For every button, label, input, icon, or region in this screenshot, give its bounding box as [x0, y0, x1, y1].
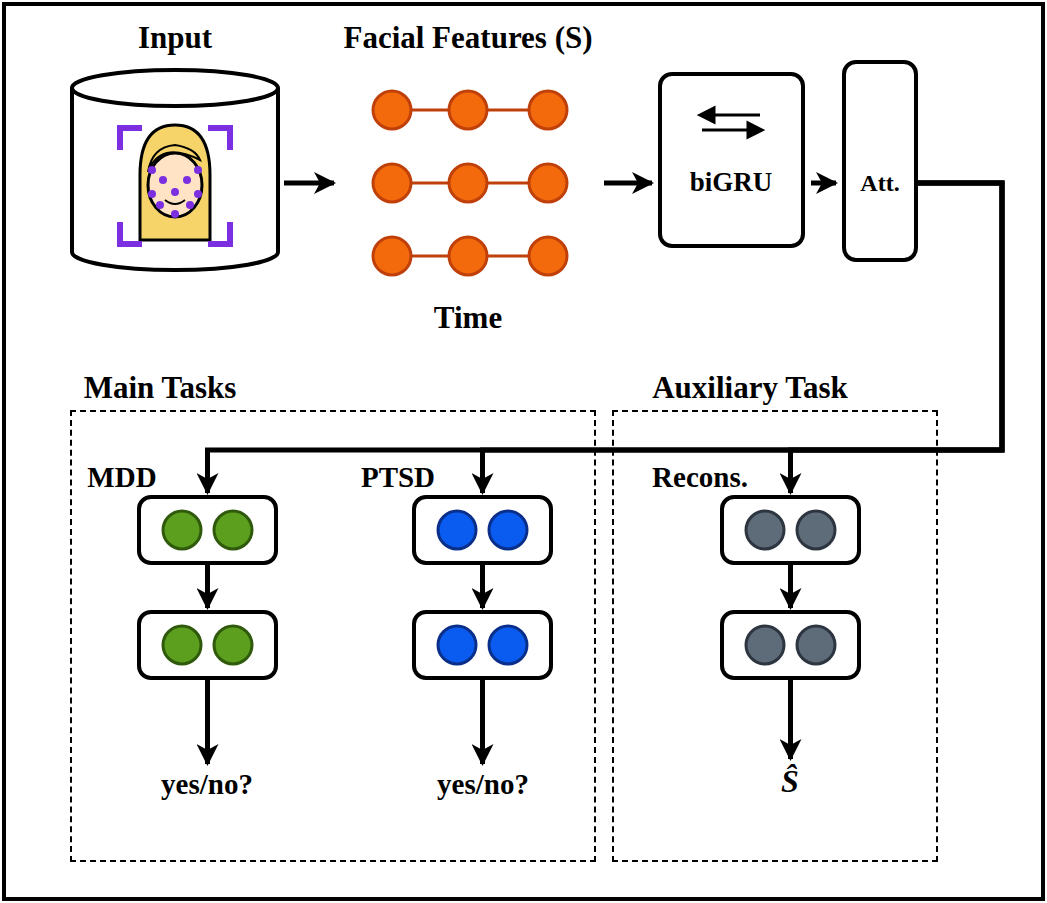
node-label: PTSD	[361, 462, 435, 494]
layer-box: PTSD	[412, 495, 553, 565]
layer-box	[137, 610, 278, 680]
outer-frame	[4, 4, 1043, 899]
database-cylinder	[72, 70, 278, 270]
node-label: MDD	[87, 462, 156, 494]
bigru-box: biGRU	[658, 72, 805, 248]
flow-arrow	[791, 183, 1003, 493]
node-label: biGRU	[690, 168, 773, 198]
layer-box: MDD	[137, 495, 278, 565]
database: Input	[72, 70, 278, 280]
node-label: Recons.	[652, 462, 748, 494]
output-text: yes/no?	[431, 766, 535, 804]
task-group: Main TasksMDDyes/no?PTSDyes/no?	[70, 410, 596, 862]
flow-arrow	[284, 181, 334, 186]
node-label: Auxiliary Task	[652, 371, 848, 405]
layer-box	[412, 610, 553, 680]
node-label: Att.	[860, 170, 899, 196]
task-group: Auxiliary TaskRecons.Ŝ	[612, 410, 938, 862]
output-label: yes/no?	[161, 769, 253, 801]
flow-arrow	[788, 680, 793, 759]
axis-label: Time	[434, 301, 502, 335]
face-icon	[120, 125, 230, 244]
flow-arrow	[480, 680, 485, 764]
flow-arrow	[811, 181, 836, 186]
flow-arrow	[205, 565, 210, 608]
layer-box	[720, 610, 861, 680]
node-label: Facial Features (S)	[343, 21, 592, 55]
layer-box: Recons.	[720, 495, 861, 565]
flow-arrow	[604, 181, 652, 186]
flow-arrow	[208, 183, 1003, 493]
output-label: Ŝ	[781, 764, 799, 799]
output-text: yes/no?	[155, 766, 259, 804]
feature-grid	[373, 91, 567, 275]
layer-units	[163, 511, 835, 664]
feature-sequence: Facial Features (S)Time	[340, 70, 598, 296]
flow-arrow	[483, 183, 1003, 493]
flow-arrow	[788, 565, 793, 608]
node-label: Input	[138, 21, 212, 55]
flow-arrow	[480, 565, 485, 608]
node-label: Main Tasks	[84, 371, 237, 405]
output-text: Ŝ	[775, 761, 805, 803]
output-label: yes/no?	[437, 769, 529, 801]
bidirectional-icon	[700, 108, 762, 137]
attention-box: Att.	[842, 60, 918, 262]
flow-arrow	[205, 680, 210, 764]
